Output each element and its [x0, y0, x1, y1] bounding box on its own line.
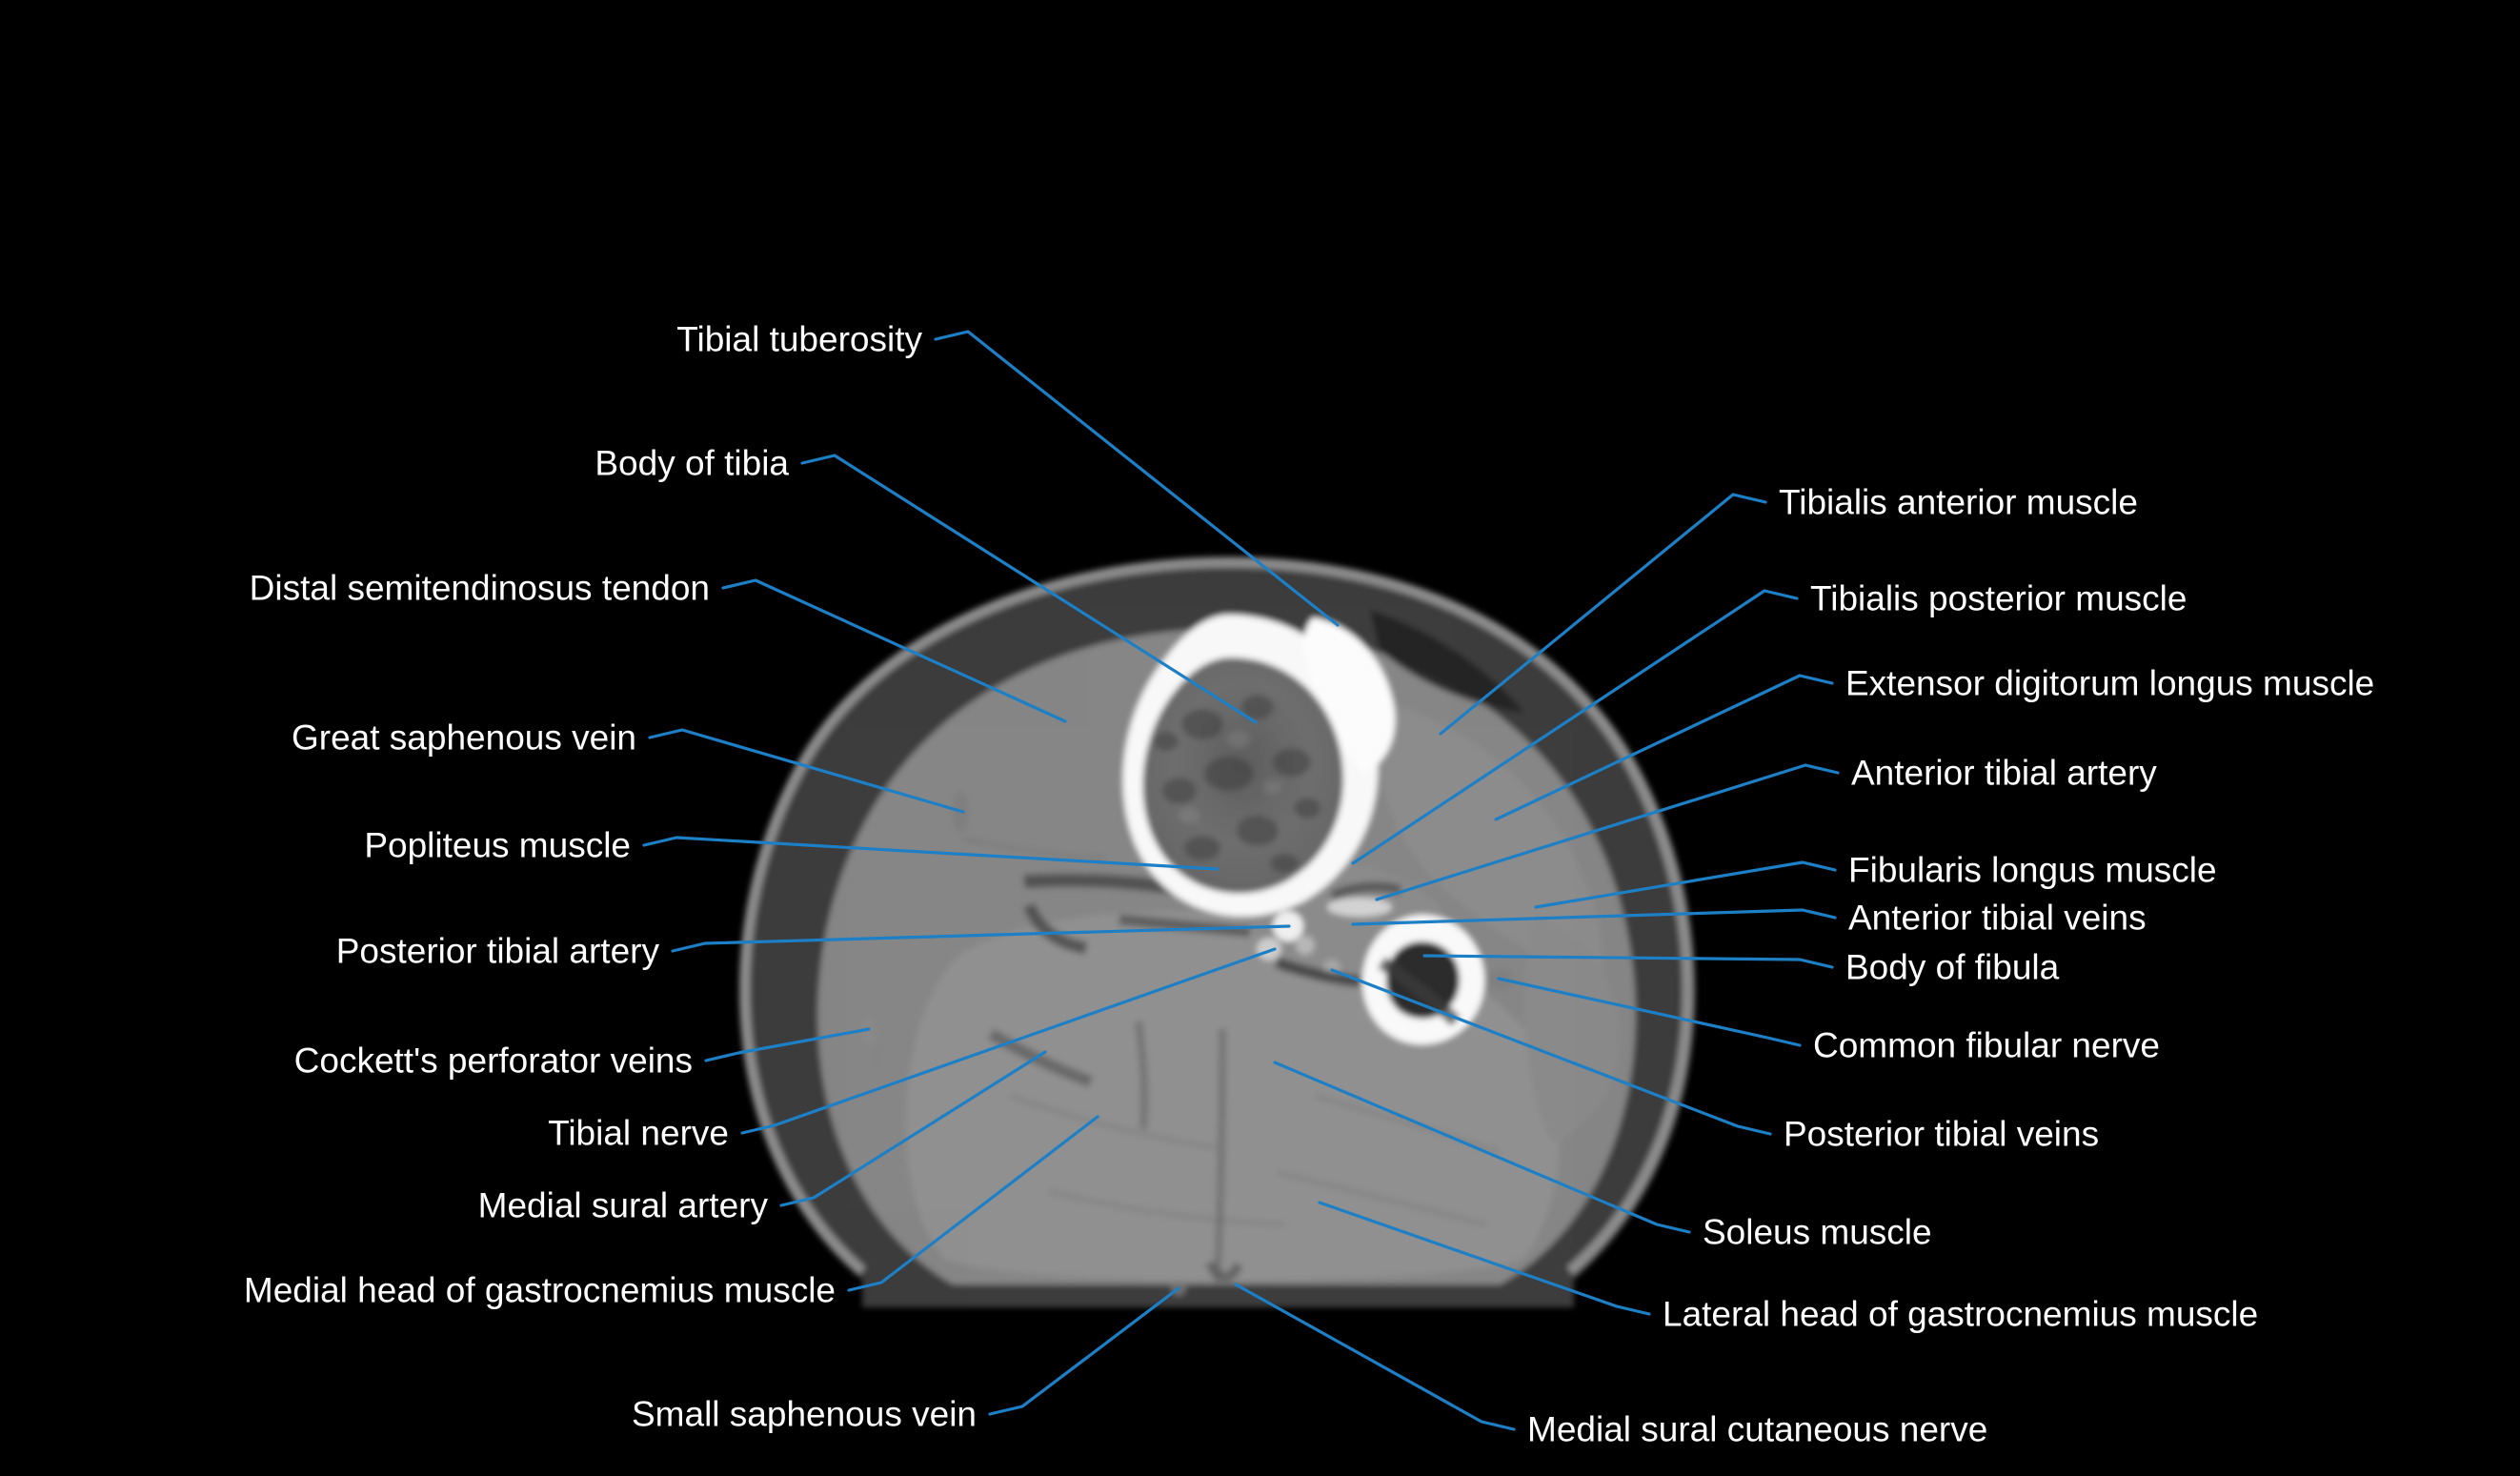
label-small-saphenous-vein: Small saphenous vein — [632, 1394, 977, 1434]
label-common-fibular-nerve: Common fibular nerve — [1813, 1025, 2160, 1065]
label-medial-head-of-gastrocnemius-muscle: Medial head of gastrocnemius muscle — [243, 1270, 836, 1310]
label-soleus-muscle: Soleus muscle — [1703, 1212, 1932, 1252]
label-posterior-tibial-veins: Posterior tibial veins — [1784, 1114, 2100, 1154]
label-great-saphenous-vein: Great saphenous vein — [291, 718, 636, 758]
label-posterior-tibial-artery: Posterior tibial artery — [335, 931, 659, 971]
label-tibial-nerve: Tibial nerve — [548, 1113, 729, 1153]
label-fibularis-longus-muscle: Fibularis longus muscle — [1848, 850, 2217, 890]
label-anterior-tibial-artery: Anterior tibial artery — [1851, 753, 2157, 793]
label-lateral-head-of-gastrocnemius-muscle: Lateral head of gastrocnemius muscle — [1663, 1294, 2259, 1334]
label-tibialis-posterior-muscle: Tibialis posterior muscle — [1810, 578, 2187, 618]
label-tibial-tuberosity: Tibial tuberosity — [676, 319, 922, 359]
label-distal-semitendinosus-tendon: Distal semitendinosus tendon — [249, 568, 710, 608]
label-anterior-tibial-veins: Anterior tibial veins — [1848, 898, 2147, 938]
label-extensor-digitorum-longus-muscle: Extensor digitorum longus muscle — [1845, 663, 2375, 703]
label-medial-sural-cutaneous-nerve: Medial sural cutaneous nerve — [1527, 1409, 1988, 1449]
label-cocketts-perforator-veins: Cockett's perforator veins — [293, 1041, 693, 1081]
label-tibialis-anterior-muscle: Tibialis anterior muscle — [1779, 482, 2138, 522]
label-body-of-tibia: Body of tibia — [595, 443, 789, 483]
label-popliteus-muscle: Popliteus muscle — [364, 825, 631, 865]
label-medial-sural-artery: Medial sural artery — [477, 1185, 768, 1225]
label-body-of-fibula: Body of fibula — [1845, 947, 2060, 987]
